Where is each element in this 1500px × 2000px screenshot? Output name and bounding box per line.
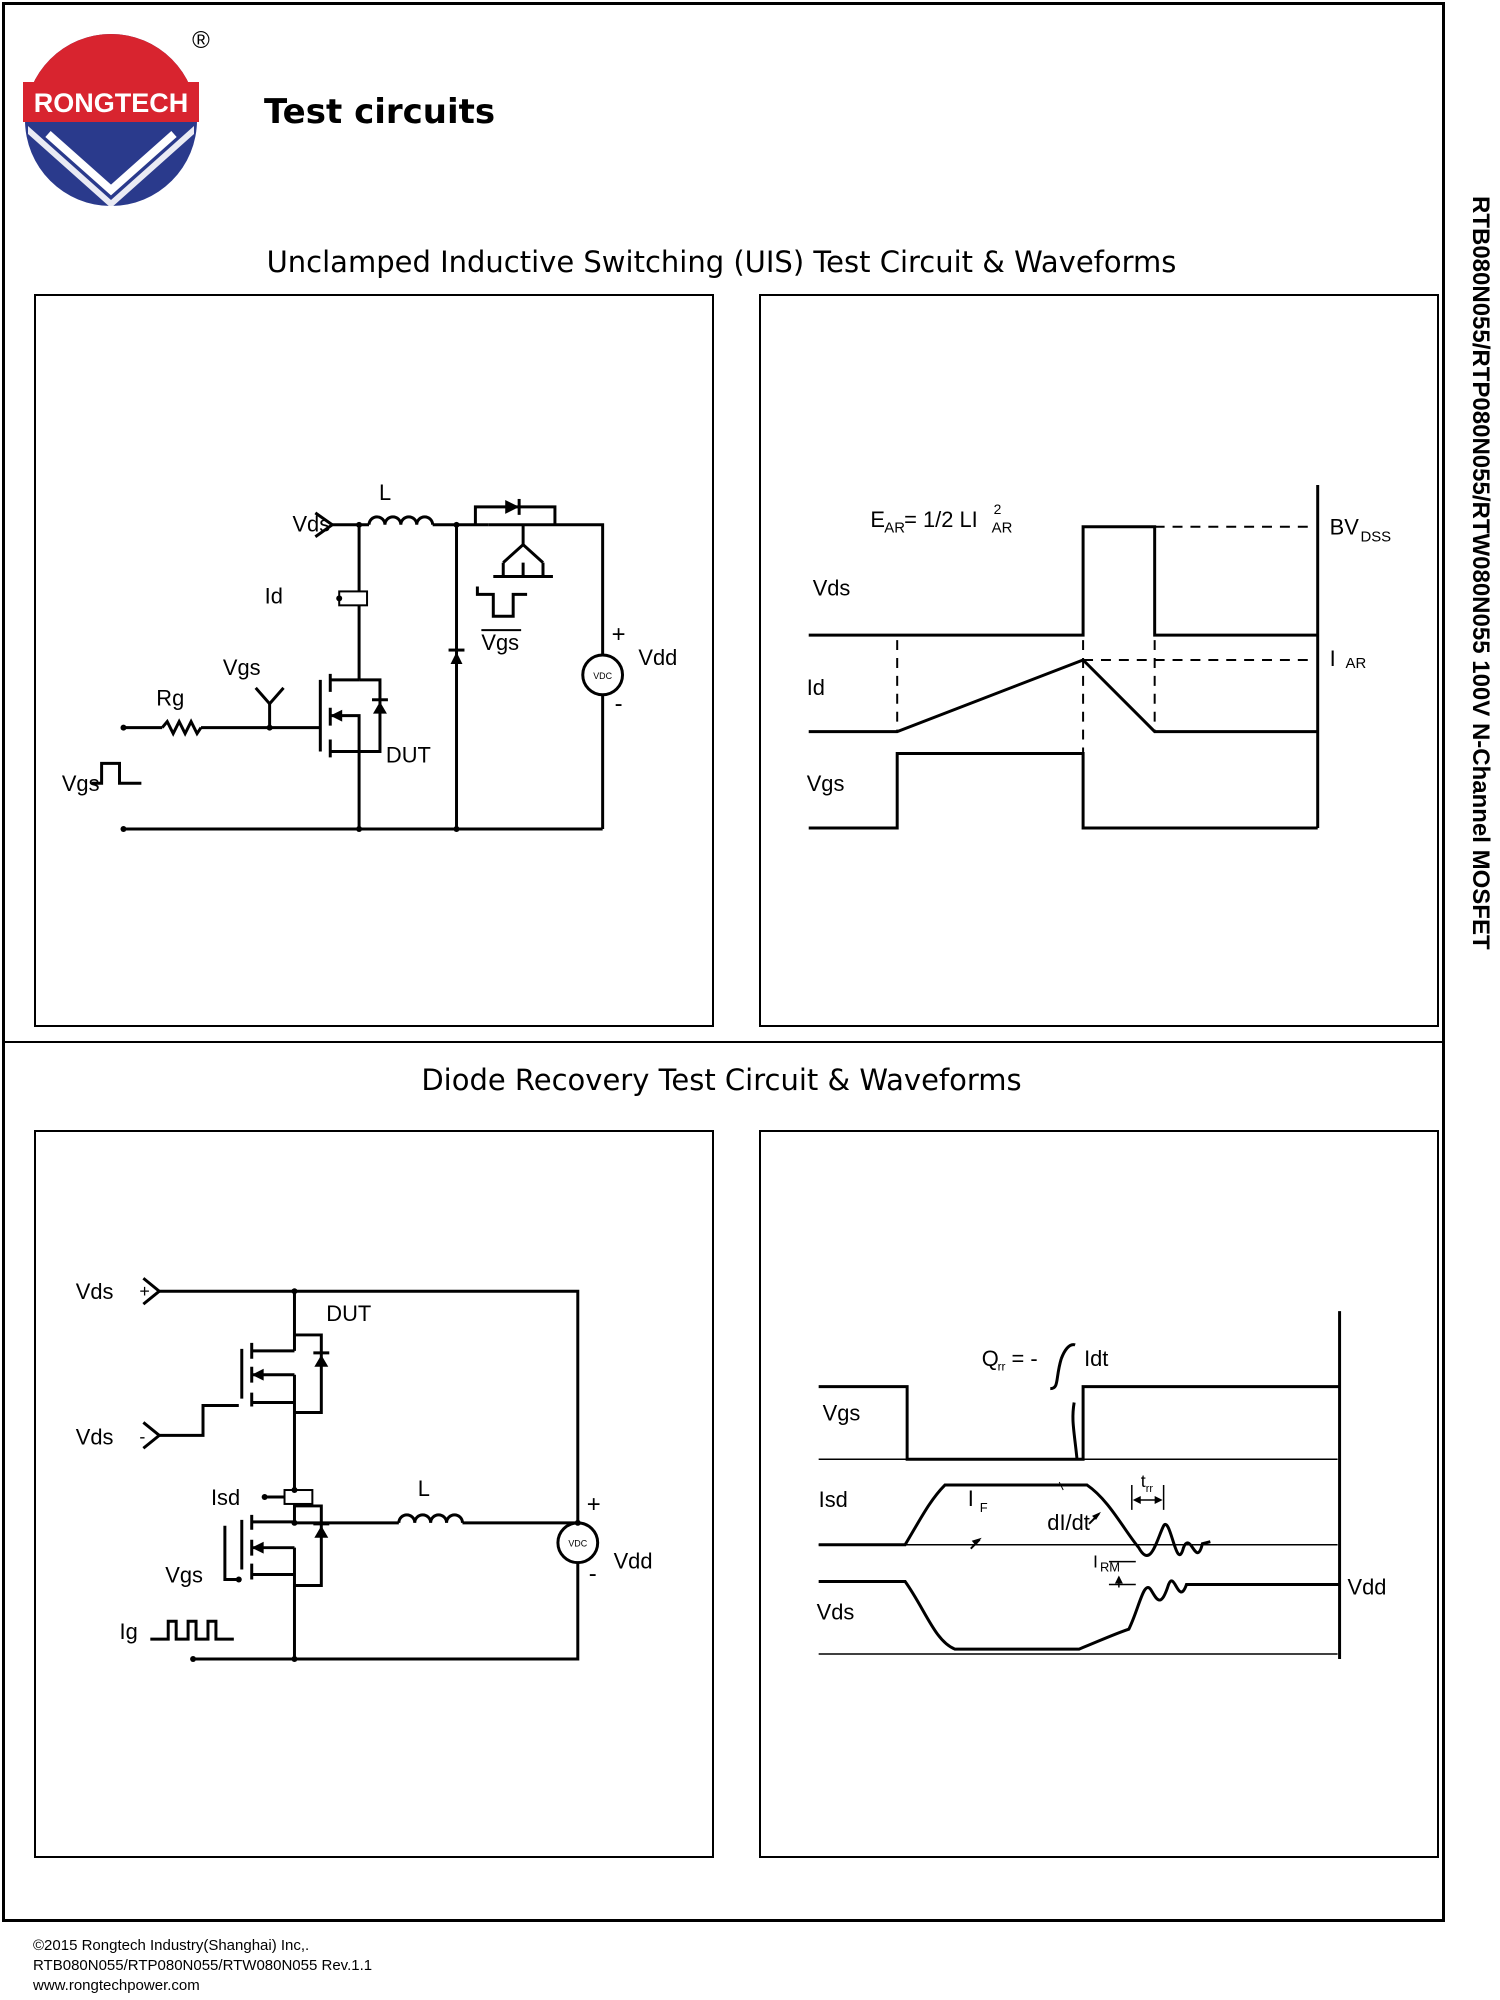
uis-vgs-source-label: Vgs bbox=[62, 771, 100, 796]
uis-ear-sub2: AR bbox=[992, 521, 1013, 537]
diode-waveform-panel: Q rr = - Idt Vgs Isd I F dI/dt t rr I RM… bbox=[759, 1130, 1439, 1858]
diode-trr-sub: rr bbox=[1146, 1483, 1154, 1495]
diode-qrr-sub: rr bbox=[998, 1360, 1006, 1374]
diode-qrr-label: Q bbox=[982, 1346, 999, 1371]
id-sensor bbox=[338, 590, 369, 607]
diode-vds-minus-sign: - bbox=[139, 1426, 145, 1446]
diode-vds-plus-sign: + bbox=[139, 1281, 149, 1301]
footer-website: www.rongtechpower.com bbox=[33, 1977, 200, 1994]
registered-mark: ® bbox=[192, 27, 210, 54]
diode-vds-wave-label: Vds bbox=[817, 1599, 855, 1624]
diode-circuit-panel: Vds + Vds - DUT Isd L Vgs Ig VDC + - Vdd bbox=[34, 1130, 714, 1858]
diode-inductor-label: L bbox=[418, 1476, 430, 1501]
page-title: Test circuits bbox=[264, 92, 496, 132]
rongtech-logo: RONGTECH ® bbox=[23, 27, 210, 208]
diode-trr-label: t bbox=[1141, 1471, 1146, 1491]
diode-qrr-int: Idt bbox=[1084, 1346, 1108, 1371]
uis-bv-label: BV bbox=[1330, 515, 1360, 540]
uis-vgs-wave-label: Vgs bbox=[807, 771, 845, 796]
logo-text: RONGTECH bbox=[34, 88, 189, 118]
uis-id-label: Id bbox=[265, 583, 283, 608]
uis-ear-sub: AR bbox=[884, 521, 905, 537]
side-title-container: RTB080N055/RTP080N055/RTW080N055 100V N-… bbox=[1458, 196, 1494, 1076]
diode-vds-plus-label: Vds bbox=[76, 1279, 114, 1304]
uis-ear-label: E bbox=[870, 507, 885, 532]
uis-iar-sub: AR bbox=[1346, 656, 1367, 672]
diode-if-label: I bbox=[968, 1486, 974, 1511]
diode-irm-sub: RM bbox=[1100, 1560, 1120, 1575]
page-frame bbox=[2, 2, 1445, 1922]
uis-rg-label: Rg bbox=[156, 686, 184, 711]
diode-irm-label: I bbox=[1093, 1552, 1098, 1572]
uis-vgs-gate-label: Vgs bbox=[223, 655, 261, 680]
diode-if-sub: F bbox=[980, 1500, 988, 1515]
uis-ear-eq: = 1/2 LI bbox=[904, 507, 978, 532]
diode-circuit-diagram: Vds + Vds - DUT Isd L Vgs Ig VDC + - Vdd bbox=[76, 1277, 653, 1663]
uis-vdc-label: VDC bbox=[593, 671, 612, 681]
diode-vgs-label: Vgs bbox=[165, 1562, 203, 1587]
uis-vds-wave-label: Vds bbox=[813, 575, 851, 600]
uis-vgs-bar-label: Vgs bbox=[481, 630, 519, 655]
diode-minus-label: - bbox=[589, 1560, 597, 1587]
uis-circuit-diagram: Vds L Id Vgs Rg DUT Vgs VDC + - Vdd Vgs bbox=[62, 480, 677, 832]
section-divider bbox=[2, 1041, 1445, 1043]
diode-plus-label: + bbox=[587, 1491, 601, 1518]
uis-vds-label: Vds bbox=[292, 512, 330, 537]
uis-id-wave-label: Id bbox=[807, 675, 825, 700]
diode-isd-label: Isd bbox=[211, 1485, 240, 1510]
uis-vdd-label: Vdd bbox=[638, 645, 677, 670]
footer-revision: RTB080N055/RTP080N055/RTW080N055 Rev.1.1 bbox=[33, 1957, 373, 1974]
footer: ©2015 Rongtech Industry(Shanghai) Inc,. … bbox=[33, 1936, 372, 1996]
diode-vgs-wave-label: Vgs bbox=[823, 1400, 861, 1425]
diode-dut-label: DUT bbox=[326, 1301, 371, 1326]
uis-plus-label: + bbox=[612, 621, 626, 648]
uis-waveform-panel: E AR = 1/2 LI 2 AR BV DSS I AR Vds Id Vg… bbox=[759, 294, 1439, 1027]
diode-vdc-label: VDC bbox=[568, 1539, 587, 1549]
uis-minus-label: - bbox=[615, 691, 623, 718]
footer-copyright: ©2015 Rongtech Industry(Shanghai) Inc,. bbox=[33, 1937, 310, 1954]
uis-dut-label: DUT bbox=[386, 742, 431, 767]
diode-section-title: Diode Recovery Test Circuit & Waveforms bbox=[421, 1063, 1022, 1097]
uis-circuit-panel: Vds L Id Vgs Rg DUT Vgs VDC + - Vdd Vgs bbox=[34, 294, 714, 1027]
uis-iar-label: I bbox=[1330, 646, 1336, 671]
diode-vdd-wave-label: Vdd bbox=[1348, 1574, 1387, 1599]
diode-vds-minus-label: Vds bbox=[76, 1424, 114, 1449]
diode-vdd-label: Vdd bbox=[614, 1549, 653, 1574]
diode-didt-label: dI/dt bbox=[1047, 1510, 1090, 1535]
diode-waveform-diagram: Q rr = - Idt Vgs Isd I F dI/dt t rr I RM… bbox=[817, 1311, 1387, 1660]
side-title: RTB080N055/RTP080N055/RTW080N055 100V N-… bbox=[1467, 196, 1494, 950]
uis-section-title: Unclamped Inductive Switching (UIS) Test… bbox=[266, 245, 1177, 279]
uis-waveform-diagram: E AR = 1/2 LI 2 AR BV DSS I AR Vds Id Vg… bbox=[807, 485, 1391, 830]
diode-ig-label: Ig bbox=[120, 1619, 138, 1644]
uis-bv-sub: DSS bbox=[1360, 530, 1391, 546]
diode-isd-wave-label: Isd bbox=[819, 1487, 848, 1512]
uis-ear-sup: 2 bbox=[994, 501, 1002, 517]
uis-inductor-label: L bbox=[379, 480, 391, 505]
freewheel-diode bbox=[450, 652, 463, 664]
diode-qrr-eq: = - bbox=[1012, 1346, 1038, 1371]
